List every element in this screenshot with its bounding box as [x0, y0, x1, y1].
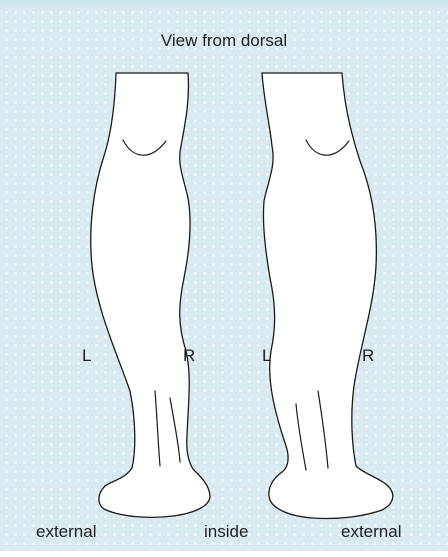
left-leg-outline	[91, 73, 210, 517]
left-leg-right-label: R	[183, 347, 195, 364]
left-leg	[91, 73, 210, 517]
right-leg-right-label: R	[362, 347, 374, 364]
external-left-label: external	[36, 523, 96, 540]
right-leg-left-label: L	[262, 347, 271, 364]
inside-label: inside	[204, 523, 248, 540]
right-leg-outline	[262, 73, 393, 519]
legs-illustration	[0, 6, 448, 557]
right-leg	[262, 73, 393, 519]
external-right-label: external	[341, 523, 401, 540]
left-leg-left-label: L	[82, 347, 91, 364]
